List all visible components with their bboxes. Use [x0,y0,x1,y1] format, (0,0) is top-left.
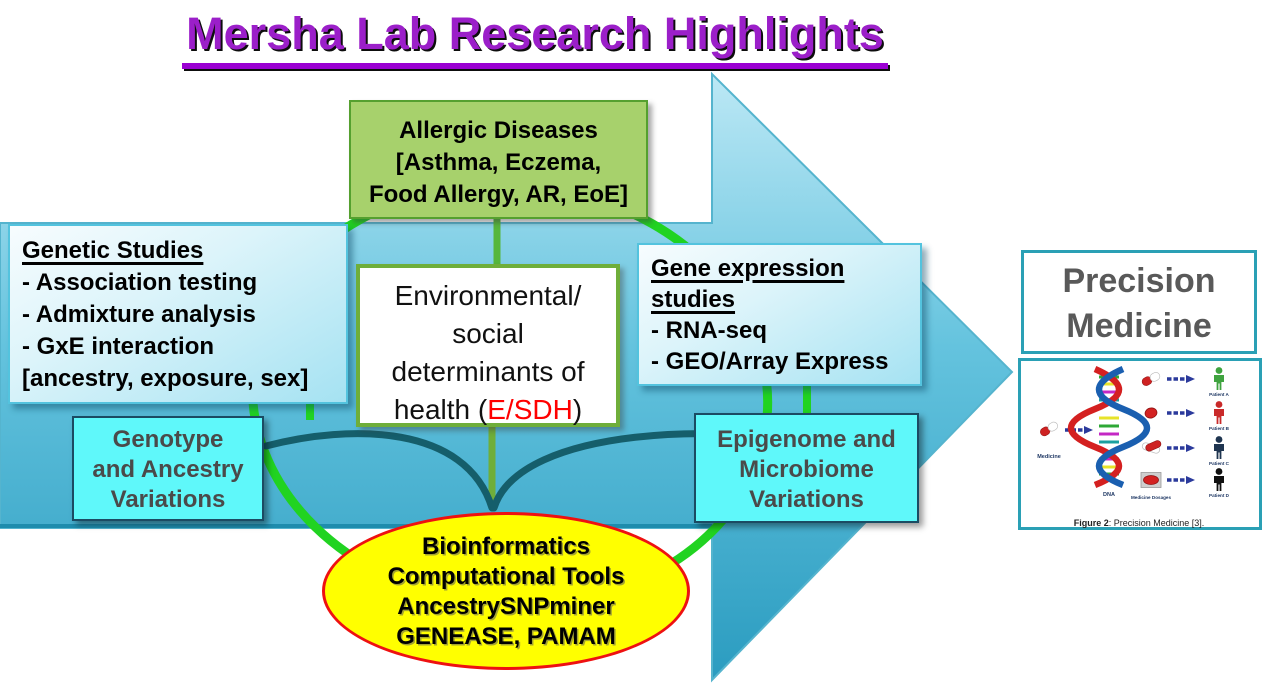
epigenome-line: Microbiome [739,456,874,483]
esdh-line: determinants of [391,356,585,387]
figure-caption: Figure 2: Precision Medicine [3]. [1023,518,1255,528]
allergic-line: [Asthma, Eczema, [395,149,602,176]
teal-curve-left [262,430,496,512]
bioinformatics-line: AncestrySNPminer [397,593,615,620]
patient-b-icon [1214,401,1224,424]
geneexp-heading: Gene expression [651,255,845,282]
bioinformatics-line: GENEASE, PAMAM [396,623,616,650]
dosages-label: Medicine Dosages [1131,495,1172,500]
dna-label: DNA [1103,492,1115,498]
esdh-acronym: E/SDH [487,394,573,425]
esdh-line: Environmental/ [394,280,582,311]
genotype-ancestry-box: Genotype and Ancestry Variations [72,416,264,521]
patient-c-icon [1214,436,1224,459]
bioinformatics-line: Bioinformatics [421,533,591,560]
dosage-capsule-icon [1140,370,1162,388]
esdh-line-post: ) [572,394,583,425]
allergic-line: Food Allergy, AR, EoE] [368,181,629,208]
allergic-diseases-box: Allergic Diseases [Asthma, Eczema, Food … [349,100,648,219]
allergic-line: Allergic Diseases [399,117,598,144]
genotype-line: Variations [110,486,226,513]
genetic-item: - Association testing [22,269,258,296]
genetic-studies-box: Genetic Studies - Association testing - … [8,224,348,404]
page-title: Mersha Lab Research Highlights [110,8,960,69]
esdh-box: Environmental/ social determinants of he… [356,264,620,427]
patient-d-icon [1214,468,1224,491]
esdh-line: health (E/SDH) [360,391,616,429]
esdh-line: social [452,318,524,349]
patient-d-label: Patient D [1209,493,1230,498]
epigenome-microbiome-box: Epigenome and Microbiome Variations [694,413,919,523]
genotype-line: and Ancestry [92,456,244,483]
dosage-arrow-icon [1165,442,1197,454]
medicine-pill-icon [1038,420,1060,438]
patient-a-label: Patient A [1209,392,1229,397]
geneexp-item: - RNA-seq [651,317,768,344]
dna-helix-icon [1067,366,1151,489]
precision-medicine-figure: Medicine DNA [1018,358,1262,530]
dosage-arrow-icon [1165,407,1197,419]
geneexp-heading: studies [651,286,736,313]
page-title-text: Mersha Lab Research Highlights [182,8,888,69]
patient-b-label: Patient B [1209,426,1230,431]
medicine-label: Medicine [1037,454,1061,460]
patient-c-label: Patient C [1209,461,1230,466]
precision-line: Medicine [1066,307,1212,345]
figure-caption-label: Figure 2 [1073,518,1109,528]
esdh-line-pre: health ( [393,394,488,425]
dosage-arrow-icon [1165,474,1197,486]
dosage-arrow-icon [1165,373,1197,385]
dosage-blister-icon [1140,472,1162,488]
precision-line: Precision [1062,262,1216,300]
dosage-crossed-pills-icon [1141,440,1162,454]
precision-medicine-box: Precision Medicine [1021,250,1257,354]
precision-figure-illustration: Medicine DNA [1037,366,1230,500]
epigenome-line: Variations [749,486,864,513]
gene-expression-box: Gene expression studies - RNA-seq - GEO/… [637,243,922,386]
figure-caption-text: : Precision Medicine [3]. [1108,518,1205,528]
genotype-line: Genotype [112,426,224,453]
dosage-gel-pill-icon [1144,407,1158,419]
bioinformatics-line: Computational Tools [387,563,625,590]
genetic-heading: Genetic Studies [22,237,204,264]
genetic-item: - Admixture analysis [22,301,256,328]
geneexp-item: - GEO/Array Express [651,348,889,375]
genetic-item: [ancestry, exposure, sex] [22,365,309,392]
genetic-item: - GxE interaction [22,333,215,360]
epigenome-line: Epigenome and [717,426,896,453]
patient-a-icon [1214,367,1224,390]
bioinformatics-ellipse: Bioinformatics Computational Tools Ances… [322,512,690,670]
